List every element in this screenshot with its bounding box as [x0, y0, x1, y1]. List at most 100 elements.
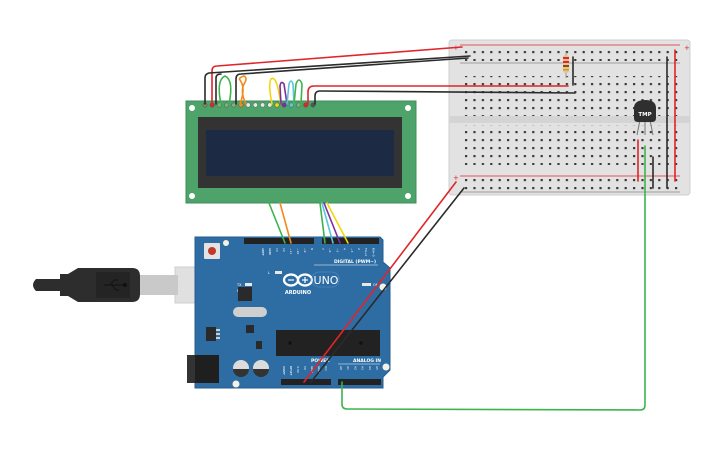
pin-label: A5 — [375, 366, 379, 370]
analog-header — [338, 379, 381, 385]
rail-plus-label-right: + — [684, 44, 690, 52]
pin-label: ~9 — [303, 248, 307, 253]
tx-label: TX — [236, 283, 242, 287]
wire-lcd-gnd-black[interactable] — [204, 55, 471, 105]
lcd-pin-db5[interactable] — [281, 102, 287, 108]
pin-label: 2 — [357, 248, 361, 250]
wire-loop-yellow[interactable] — [268, 77, 282, 105]
uno-label: UNO — [314, 274, 339, 287]
pin-label: GND — [310, 366, 314, 374]
usb-chip — [238, 287, 252, 301]
wire-lcd-db5-to-d4[interactable] — [321, 202, 334, 244]
mounting-hole — [382, 363, 390, 371]
usb-cable[interactable] — [33, 266, 218, 304]
wires — [204, 46, 676, 411]
pin-label: A4 — [368, 366, 372, 370]
on-led — [362, 283, 371, 286]
bottom-minus-rail-holes — [459, 184, 683, 190]
l-led — [275, 271, 282, 274]
wire-loop-orange[interactable] — [238, 75, 247, 105]
power-header — [281, 379, 331, 385]
top-plus-rail-holes — [459, 48, 683, 54]
wire-lcd-e-to-d11[interactable] — [279, 202, 292, 244]
rail-plus-label-bottom: + — [453, 174, 459, 182]
wire-gnd-to-breadboard-minus[interactable] — [310, 187, 465, 383]
wire-loop-purple[interactable] — [279, 81, 288, 105]
wire-lcd-db7-to-d2[interactable] — [326, 202, 349, 244]
pin-label: ~3 — [350, 248, 354, 253]
lcd-pin-db6[interactable] — [288, 102, 294, 108]
tmp-sensor[interactable]: TMP — [634, 100, 656, 136]
wire-lcd-vcc-red[interactable] — [211, 46, 463, 105]
voltage-regulator — [206, 327, 216, 341]
usb-icon — [104, 279, 128, 291]
wire-5v-to-breadboard-plus[interactable] — [303, 181, 457, 383]
pin-label: 13 — [275, 248, 279, 252]
mounting-hole — [223, 240, 229, 246]
lcd-pin-led[interactable] — [310, 102, 316, 108]
lcd-module[interactable] — [185, 100, 417, 204]
pin-label: 3.3V — [296, 366, 300, 374]
pin-label: A0 — [339, 366, 343, 370]
pin-label: AREF — [261, 248, 265, 256]
pin-label: ~6 — [328, 248, 332, 253]
lcd-pin-db1[interactable] — [252, 102, 258, 108]
wire-a0-to-tmp-vout[interactable] — [341, 145, 646, 411]
pin-label: 7 — [321, 248, 325, 250]
tx-led — [245, 283, 252, 286]
wire-lcd-led-plus-red[interactable] — [307, 85, 569, 105]
pin-label: 12 — [282, 248, 286, 252]
resistor[interactable] — [563, 52, 569, 78]
lcd-pin-rs[interactable] — [224, 102, 230, 108]
pin-label: GND — [268, 248, 272, 256]
wire-lcd-led-minus-black[interactable] — [314, 90, 576, 105]
lcd-pin-db3[interactable] — [267, 102, 273, 108]
pin-label: A2 — [353, 366, 357, 370]
arduino-brand-label: ARDUINO — [285, 290, 311, 296]
lcd-pin-db0[interactable] — [245, 102, 251, 108]
tmp-label: TMP — [638, 112, 651, 118]
on-label: ON — [373, 283, 379, 287]
top-minus-rail-holes — [459, 55, 683, 61]
wire-loop-green[interactable] — [218, 75, 232, 105]
pin-label: A1 — [346, 366, 350, 370]
wire-loop-green-2[interactable] — [293, 79, 303, 105]
pin-label: 4 — [343, 248, 347, 250]
wire-lcd-db4-to-d5[interactable] — [319, 202, 326, 244]
pin-label: ~10 — [296, 248, 300, 254]
wire-lcd-rs-to-d12[interactable] — [268, 202, 286, 244]
lcd-pin-db7[interactable] — [296, 102, 301, 108]
pin-label: GND — [317, 366, 321, 374]
pin-label: 5V — [303, 366, 307, 371]
mounting-hole — [232, 380, 240, 388]
pin-label: TX→1 — [364, 247, 368, 256]
pin-label: ~11 — [289, 248, 293, 254]
analog-in-label: ANALOG IN — [353, 358, 381, 364]
bottom-plus-rail-holes — [459, 178, 683, 184]
crystal — [233, 307, 267, 317]
wire-lcd-k-black[interactable] — [215, 73, 222, 105]
wire-loop-cyan[interactable] — [286, 80, 295, 105]
pin-label: A3 — [361, 366, 365, 370]
bottom-terminal-strip — [459, 125, 683, 165]
pin-label: 8 — [310, 248, 314, 250]
lcd-pin-db2[interactable] — [260, 102, 265, 108]
wire-lcd-rw-black[interactable] — [235, 57, 469, 105]
lcd-pin-rw[interactable] — [231, 102, 237, 108]
pin-label: RX←0 — [371, 248, 375, 257]
l-label: L — [268, 271, 270, 275]
wire-lcd-db6-to-d3[interactable] — [323, 202, 341, 244]
lcd-pin-db4[interactable] — [274, 102, 280, 108]
pin-label: ~5 — [335, 248, 339, 253]
center-channel — [449, 116, 690, 123]
pin-label: RESET — [289, 366, 293, 376]
pin-label: Vin — [324, 366, 328, 371]
digital-label: DIGITAL (PWM~) — [334, 259, 376, 265]
lcd-pin-led[interactable] — [303, 102, 309, 108]
lcd-screen — [206, 130, 394, 176]
